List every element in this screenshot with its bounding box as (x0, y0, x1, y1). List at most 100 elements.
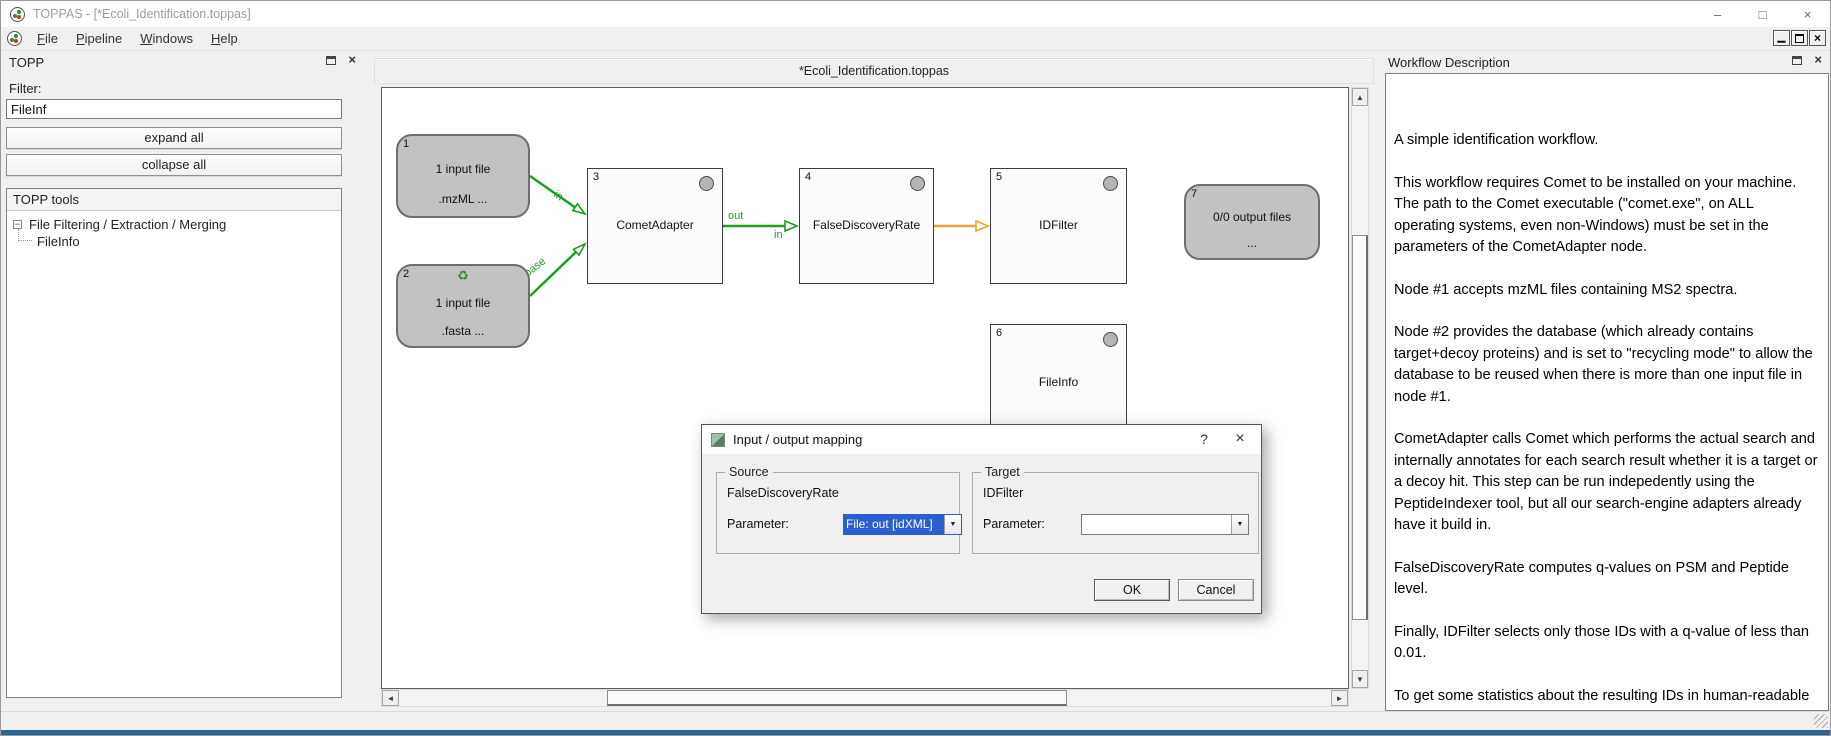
edge-label-out: out (728, 210, 744, 222)
ok-button[interactable]: OK (1094, 579, 1170, 601)
workflow-area: *Ecoli_Identification.toppas in database… (366, 51, 1382, 711)
filter-input[interactable] (6, 99, 342, 119)
menu-windows[interactable]: Windows (140, 31, 193, 46)
minimize-icon[interactable]: – (1713, 6, 1722, 22)
mdi-close-icon[interactable]: × (1809, 30, 1826, 46)
mdi-restore-icon[interactable] (1791, 30, 1808, 46)
cancel-button[interactable]: Cancel (1178, 579, 1254, 601)
workflow-description-text[interactable]: A simple identification workflow. This w… (1385, 73, 1829, 711)
menu-bar: File Pipeline Windows Help ▁ × (1, 27, 1830, 51)
node-label: IDFilter (1039, 218, 1078, 232)
workflow-description-dock: Workflow Description × A simple identifi… (1382, 51, 1830, 711)
description-dock-header: Workflow Description × (1382, 51, 1830, 73)
topp-dock-title: TOPP (9, 55, 45, 70)
input-output-mapping-dialog: Input / output mapping ? × Source FalseD… (701, 424, 1262, 614)
collapse-all-button[interactable]: collapse all (6, 154, 342, 176)
dock-close-icon[interactable]: × (1814, 52, 1822, 67)
tree-group-label[interactable]: File Filtering / Extraction / Merging (29, 217, 227, 232)
tree-child-label[interactable]: FileInfo (37, 234, 80, 249)
horizontal-scroll-thumb[interactable] (607, 690, 1067, 706)
description-dock-title: Workflow Description (1388, 55, 1510, 70)
target-group-label: Target (981, 465, 1024, 479)
dock-float-icon[interactable] (1792, 55, 1803, 65)
canvas-horizontal-scrollbar[interactable]: ◄ ► (381, 689, 1349, 707)
node-number: 2 (403, 268, 410, 280)
node-number: 6 (996, 327, 1003, 339)
node-fileinfo[interactable]: 6 FileInfo (990, 324, 1127, 442)
target-parameter-label: Parameter: (983, 517, 1045, 531)
node-number: 1 (403, 138, 410, 150)
dropdown-icon[interactable]: ▼ (944, 515, 961, 534)
recycle-icon: ♻ (457, 268, 469, 283)
node-label: FalseDiscoveryRate (812, 218, 921, 232)
node-input-mzml[interactable]: 1 1 input file .mzML ... (396, 134, 530, 218)
app-logo-icon-small (7, 31, 22, 46)
scroll-up-icon[interactable]: ▲ (1352, 88, 1368, 106)
source-group-label: Source (725, 465, 773, 479)
dialog-close-icon[interactable]: × (1235, 430, 1245, 447)
node-output-files[interactable]: 7 0/0 output files ... (1184, 184, 1320, 260)
help-icon[interactable]: ? (1200, 431, 1208, 447)
dock-close-icon[interactable]: × (348, 52, 356, 67)
vertical-scroll-thumb[interactable] (1352, 235, 1368, 620)
canvas-vertical-scrollbar[interactable]: ▲ ▼ (1351, 87, 1369, 689)
source-parameter-combobox[interactable]: File: out [idXML] ▼ (843, 514, 962, 535)
bottom-strip (1, 730, 1830, 735)
tree-collapse-icon[interactable]: − (13, 219, 22, 229)
scroll-right-icon[interactable]: ► (1331, 690, 1348, 706)
menu-help[interactable]: Help (210, 31, 238, 46)
description-paragraph: A simple identification workflow. (1394, 132, 1599, 148)
node-number: 4 (805, 171, 812, 183)
source-parameter-value: File: out [idXML] (844, 515, 944, 534)
window-title: TOPPAS - [*Ecoli_Identification.toppas] (33, 7, 251, 21)
node-idfilter[interactable]: 5 IDFilter (990, 168, 1127, 284)
scroll-down-icon[interactable]: ▼ (1352, 670, 1368, 688)
app-logo-icon (10, 6, 25, 22)
node-cometadapter[interactable]: 3 CometAdapter (587, 168, 723, 284)
source-groupbox: Source FalseDiscoveryRate Parameter: Fil… (716, 465, 962, 554)
tree-group-row[interactable]: − File Filtering / Extraction / Merging (7, 216, 341, 233)
description-paragraph: CometAdapter calls Comet which performs … (1394, 431, 1818, 533)
target-groupbox: Target IDFilter Parameter: ▼ (972, 465, 1259, 554)
menu-file[interactable]: File (37, 31, 58, 46)
node-label: 1 input file (435, 162, 491, 176)
node-label: 1 input file (435, 296, 491, 310)
scroll-left-icon[interactable]: ◄ (382, 690, 399, 706)
node-ellipsis: ... (1246, 236, 1257, 250)
description-paragraph: To get some statistics about the resulti… (1394, 687, 1810, 711)
mdi-minimize-icon[interactable]: ▁ (1773, 30, 1790, 46)
node-status-circle (1103, 332, 1118, 347)
status-bar (1, 711, 1830, 730)
expand-all-button[interactable]: expand all (6, 127, 342, 149)
target-parameter-combobox[interactable]: ▼ (1081, 514, 1249, 535)
dropdown-icon[interactable]: ▼ (1231, 515, 1248, 534)
topp-dock: TOPP × Filter: expand all collapse all T… (1, 51, 366, 711)
description-paragraph: FalseDiscoveryRate computes q-values on … (1394, 559, 1790, 598)
menu-pipeline[interactable]: Pipeline (75, 31, 123, 46)
filter-label: Filter: (9, 81, 42, 96)
node-number: 7 (1191, 188, 1198, 200)
target-parameter-value (1082, 515, 1231, 534)
node-status-circle (699, 176, 714, 191)
node-label: CometAdapter (616, 218, 694, 232)
topp-dock-header: TOPP × (1, 51, 366, 73)
tree-connector (18, 229, 32, 241)
maximize-icon[interactable]: □ (1758, 6, 1767, 22)
close-icon[interactable]: × (1803, 6, 1812, 22)
tree-child-row[interactable]: FileInfo (7, 229, 341, 250)
node-filetype: .mzML ... (438, 192, 488, 206)
node-input-fasta[interactable]: 2 ♻ 1 input file .fasta ... (396, 264, 530, 348)
topp-tools-header: TOPP tools (7, 189, 341, 211)
node-status-circle (910, 176, 925, 191)
dock-float-icon[interactable] (326, 55, 337, 65)
source-node-name: FalseDiscoveryRate (727, 486, 839, 500)
resize-grip[interactable] (1814, 714, 1828, 728)
source-parameter-label: Parameter: (727, 517, 789, 531)
node-label: FileInfo (1038, 375, 1079, 389)
workflow-tab-title: *Ecoli_Identification.toppas (374, 58, 1374, 84)
node-falsediscoveryrate[interactable]: 4 FalseDiscoveryRate (799, 168, 934, 284)
dialog-title-bar[interactable]: Input / output mapping ? × (702, 425, 1261, 454)
node-label: 0/0 output files (1212, 210, 1292, 224)
node-number: 3 (593, 171, 600, 183)
